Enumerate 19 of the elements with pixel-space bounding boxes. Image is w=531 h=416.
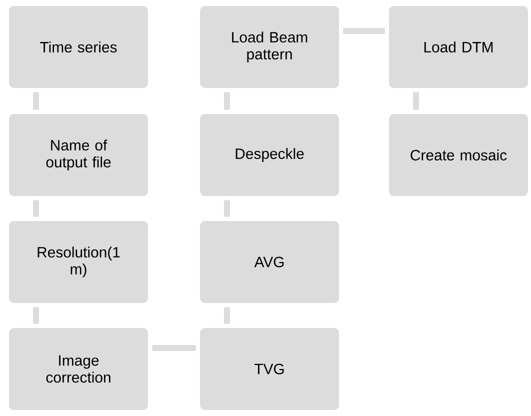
connector: [343, 28, 385, 34]
process-box: AVG: [200, 221, 339, 303]
connector: [224, 200, 230, 217]
process-box: Time series: [9, 6, 148, 88]
process-box: Despeckle: [200, 114, 339, 196]
connector: [33, 307, 39, 324]
connector: [413, 92, 419, 110]
connector: [224, 307, 230, 324]
process-box: Load DTM: [389, 6, 528, 88]
process-box: Load Beam pattern: [200, 6, 339, 88]
process-box: Resolution(1 m): [9, 221, 148, 303]
connector: [224, 92, 230, 110]
process-box: TVG: [200, 328, 339, 410]
connector: [33, 92, 39, 110]
process-box: Create mosaic: [389, 114, 528, 196]
connector: [152, 345, 196, 351]
process-box: Image correction: [9, 328, 148, 410]
connector: [33, 200, 39, 217]
process-box: Name of output file: [9, 114, 148, 196]
